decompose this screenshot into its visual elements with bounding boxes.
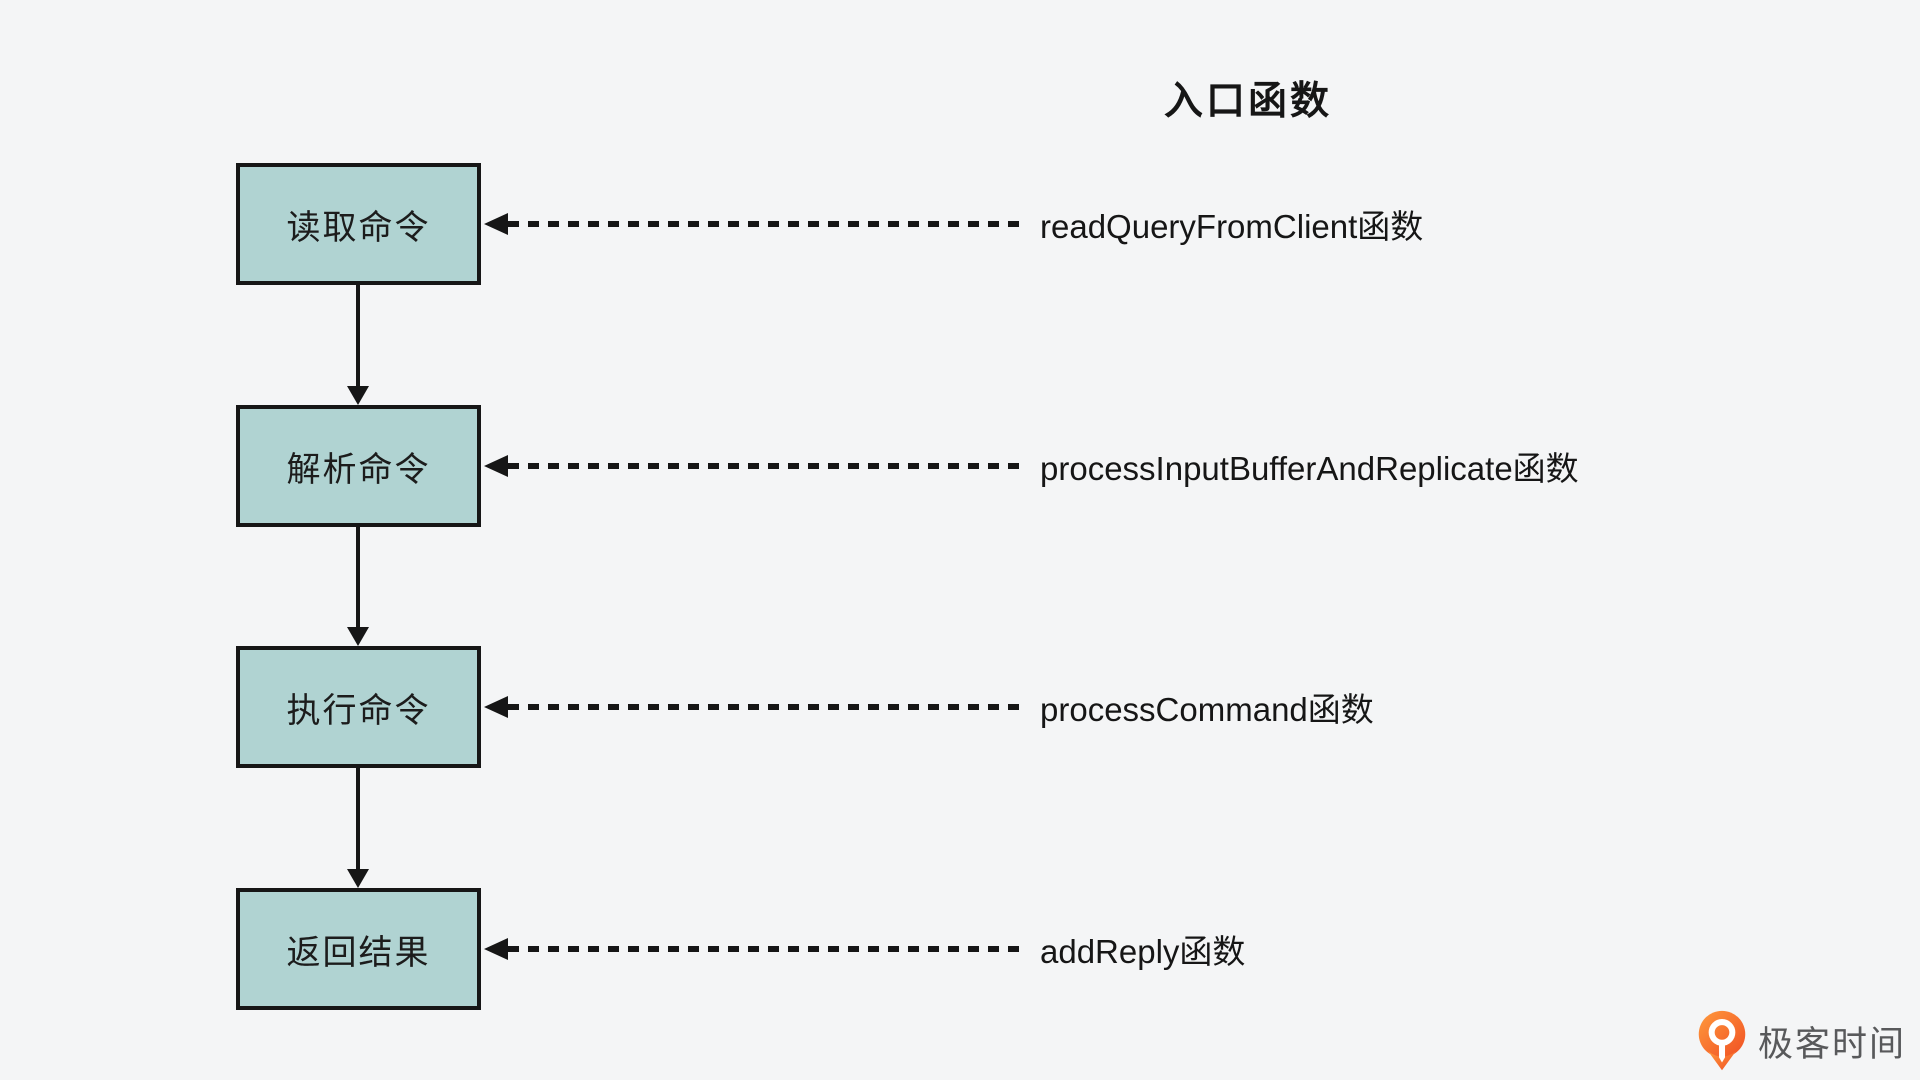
function-label: processInputBufferAndReplicate函数 [1040,450,1579,487]
flow-connector-line [356,527,360,627]
dashed-arrowhead-left-icon [484,213,508,235]
geektime-logo-icon [1696,1010,1748,1072]
function-label: processCommand函数 [1040,691,1374,728]
dashed-arrowhead-left-icon [484,938,508,960]
flow-box-execute-command: 执行命令 [236,646,481,768]
flow-connector-line [356,285,360,386]
diagram-title: 入口函数 [1163,80,1332,123]
flow-connector-line [356,768,360,869]
dashed-arrow-line [508,221,1028,227]
flow-box-read-command: 读取命令 [236,163,481,285]
dashed-arrow-line [508,704,1028,710]
flow-arrowhead-down-icon [347,627,369,646]
dashed-arrowhead-left-icon [484,696,508,718]
function-label: readQueryFromClient函数 [1040,208,1424,245]
flow-box-return-result: 返回结果 [236,888,481,1010]
dashed-arrow-line [508,463,1028,469]
dashed-arrowhead-left-icon [484,455,508,477]
flow-box-label: 解析命令 [286,450,431,489]
flow-arrowhead-down-icon [347,386,369,405]
function-label: addReply函数 [1040,933,1246,970]
dashed-arrow-line [508,946,1028,952]
flow-box-parse-command: 解析命令 [236,405,481,527]
brand-name: 极客时间 [1757,1024,1906,1064]
flow-box-label: 读取命令 [286,208,431,247]
flow-arrowhead-down-icon [347,869,369,888]
flow-box-label: 返回结果 [286,933,431,972]
brand-footer: 极客时间 [1696,1010,1906,1072]
flow-box-label: 执行命令 [286,691,431,730]
